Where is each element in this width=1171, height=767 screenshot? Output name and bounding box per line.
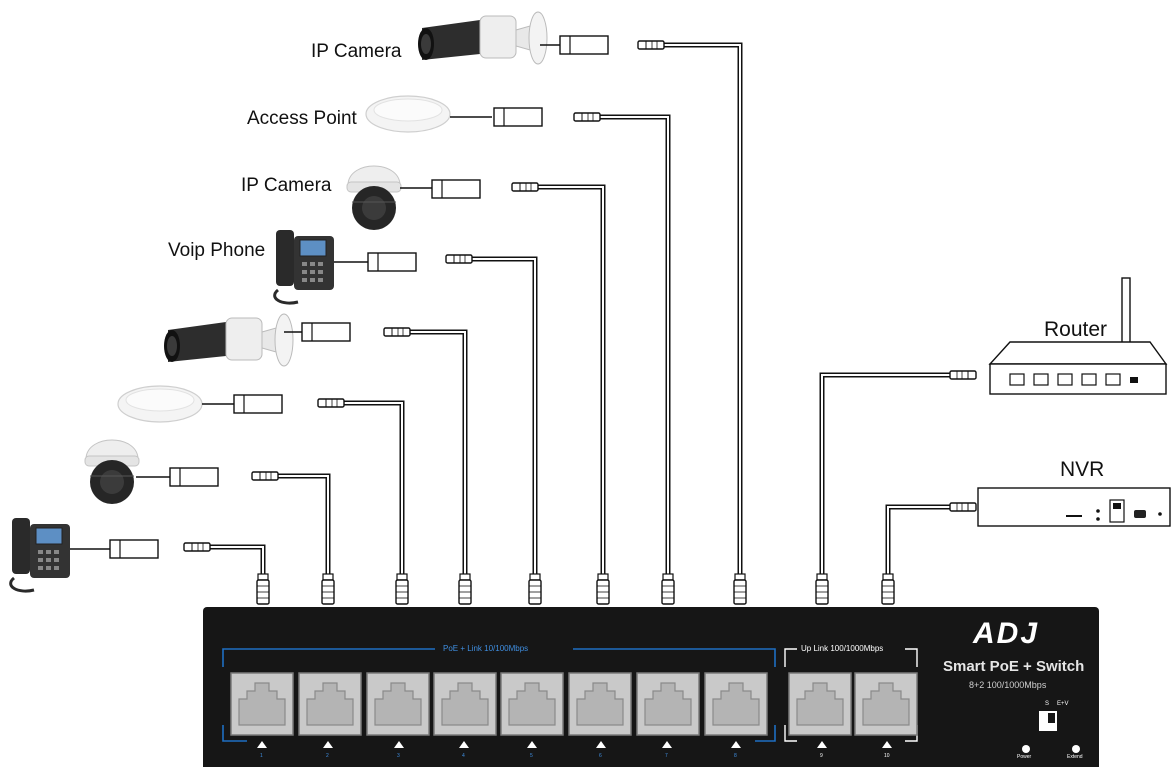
port-number: 9 <box>820 753 823 759</box>
voip-phone-icon <box>273 228 336 305</box>
power-injector-icon <box>367 252 417 272</box>
led-label-power: Power <box>1017 754 1032 760</box>
poe-switch: PoE + Link 10/100Mbps Up Link 100/1000Mb… <box>203 607 1099 767</box>
switch-port-7 <box>636 672 700 736</box>
power-injector-icon <box>169 467 219 487</box>
cable-port-7 <box>600 114 671 578</box>
dip-switch-label-ev: E+V <box>1057 701 1069 707</box>
port-number: 3 <box>397 753 400 759</box>
cable-port-6 <box>538 184 606 578</box>
port-number: 10 <box>884 753 890 759</box>
cable-port-2 <box>278 473 331 578</box>
cable-port-5 <box>472 256 538 578</box>
uplink-group-label: Up Link 100/1000Mbps <box>801 644 884 653</box>
cable-port-8 <box>664 42 743 578</box>
port-number: 8 <box>734 753 737 759</box>
rj45-plug-icon <box>256 573 270 605</box>
rj45-plug-icon <box>881 573 895 605</box>
rj45-plug-icon <box>815 573 829 605</box>
port-number: 7 <box>665 753 668 759</box>
port-number: 4 <box>462 753 465 759</box>
rj45-plug-icon <box>661 573 675 605</box>
cable-port-9-router <box>819 372 950 578</box>
router-icon <box>988 277 1168 395</box>
port-number: 1 <box>260 753 263 759</box>
power-injector-icon <box>301 322 351 342</box>
access-point-icon <box>365 95 451 133</box>
switch-port-10 <box>854 672 918 736</box>
switch-port-9 <box>788 672 852 736</box>
rj45-plug-icon <box>949 502 977 512</box>
nvr-icon <box>977 487 1171 527</box>
rj45-plug-icon <box>445 254 473 264</box>
power-injector-icon <box>233 394 283 414</box>
poe-group-label: PoE + Link 10/100Mbps <box>443 644 529 653</box>
rj45-plug-icon <box>383 327 411 337</box>
cable-port-3 <box>344 400 405 578</box>
label-router: Router <box>1044 318 1108 341</box>
access-point-icon <box>117 385 203 423</box>
rj45-plug-icon <box>949 370 977 380</box>
bullet-camera-icon <box>163 313 294 367</box>
cable-port-10-nvr <box>885 504 950 578</box>
rj45-plug-icon <box>183 542 211 552</box>
switch-port-5 <box>500 672 564 736</box>
port-number: 5 <box>530 753 533 759</box>
label-access-point: Access Point <box>247 108 357 129</box>
rj45-plug-icon <box>573 112 601 122</box>
rj45-plug-icon <box>395 573 409 605</box>
label-ip-camera: IP Camera <box>311 41 402 62</box>
extend-led-icon <box>1072 745 1080 753</box>
led-label-extend: Extend <box>1067 754 1083 760</box>
power-injector-icon <box>493 107 543 127</box>
voip-phone-icon <box>9 516 72 593</box>
power-led-icon <box>1022 745 1030 753</box>
cable-port-1 <box>210 544 266 578</box>
rj45-plug-icon <box>528 573 542 605</box>
bullet-camera-icon <box>417 11 548 65</box>
cable-port-4 <box>410 329 468 578</box>
power-injector-icon <box>431 179 481 199</box>
switch-title: Smart PoE + Switch <box>943 658 1085 675</box>
label-ip-camera-dome: IP Camera <box>241 175 332 196</box>
rj45-plug-icon <box>596 573 610 605</box>
rj45-plug-icon <box>511 182 539 192</box>
dip-switch-label-s: S <box>1045 701 1050 707</box>
rj45-plug-icon <box>637 40 665 50</box>
port-number: 2 <box>326 753 329 759</box>
brand-logo: ADJ <box>973 617 1040 650</box>
dome-camera-icon <box>84 439 140 505</box>
rj45-plug-icon <box>317 398 345 408</box>
dip-switch-icon <box>1039 711 1057 731</box>
rj45-plug-icon <box>321 573 335 605</box>
label-voip-phone: Voip Phone <box>168 240 266 261</box>
switch-port-2 <box>298 672 362 736</box>
rj45-plug-icon <box>733 573 747 605</box>
switch-subtitle: 8+2 100/1000Mbps <box>969 680 1047 690</box>
power-injector-icon <box>559 35 609 55</box>
port-number: 6 <box>599 753 602 759</box>
rj45-plug-icon <box>251 471 279 481</box>
poe-group-bracket <box>222 648 776 742</box>
label-nvr: NVR <box>1060 458 1105 481</box>
switch-port-8 <box>704 672 768 736</box>
rj45-plug-icon <box>458 573 472 605</box>
power-injector-icon <box>109 539 159 559</box>
switch-port-3 <box>366 672 430 736</box>
switch-port-4 <box>433 672 497 736</box>
switch-port-1 <box>230 672 294 736</box>
dome-camera-icon <box>346 165 402 231</box>
switch-port-6 <box>568 672 632 736</box>
